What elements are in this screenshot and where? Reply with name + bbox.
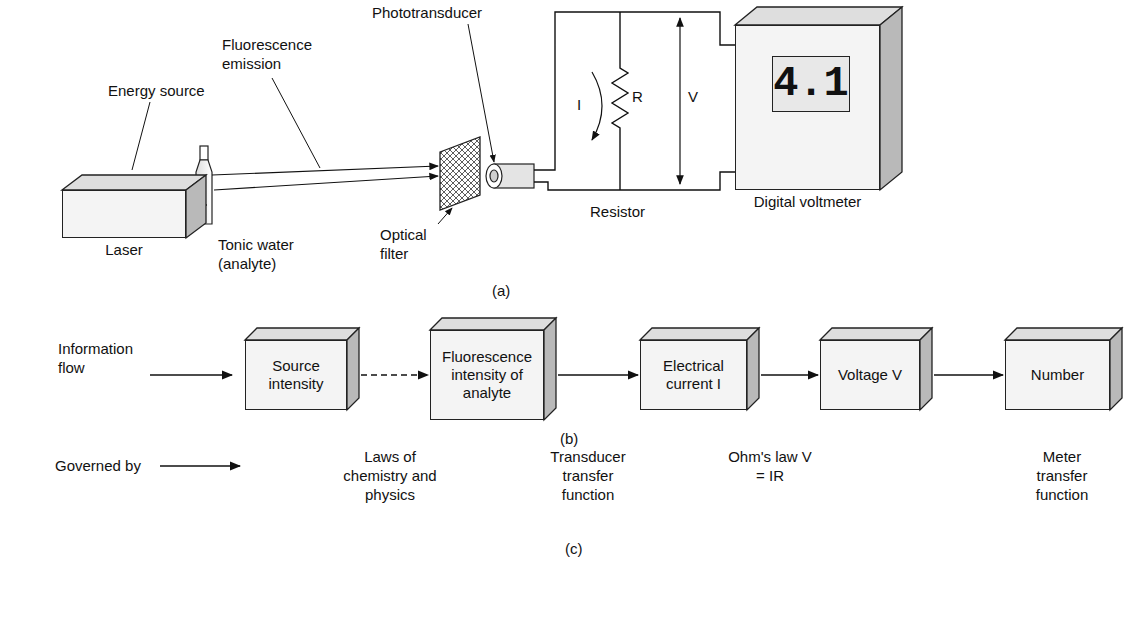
box-face (920, 328, 932, 410)
leader-line (132, 102, 150, 170)
current-arrow (592, 72, 602, 140)
box-face (245, 328, 359, 340)
flow-arrow (361, 374, 428, 375)
label: Governed by (55, 457, 141, 476)
box-face (640, 328, 759, 340)
box-face (880, 7, 902, 190)
flow-arrow (934, 374, 1003, 375)
process-box: Electrical current I (640, 340, 747, 410)
box-face (430, 318, 556, 330)
device-label: Laser (105, 241, 143, 258)
box-face (735, 7, 902, 25)
label: (b) (560, 430, 578, 449)
box-text: Electrical current I (649, 357, 738, 393)
meter-display: 4.1 (772, 56, 850, 112)
emission-ray (212, 166, 438, 175)
label: Fluorescence emission (222, 36, 317, 74)
label: Ohm's law V = IR (728, 448, 812, 486)
process-box: Fluorescence intensity of analyte (430, 330, 544, 420)
box-face (1110, 328, 1122, 410)
emission-ray (214, 176, 438, 190)
process-box: Source intensity (245, 340, 347, 410)
device-label: Digital voltmeter (754, 193, 862, 210)
label: I (577, 96, 581, 115)
label: Tonic water (analyte) (218, 236, 308, 274)
flow-arrow (761, 374, 818, 375)
label: Laws of chemistry and physics (334, 448, 446, 504)
box-face (347, 328, 359, 410)
box-face (747, 328, 759, 410)
box-face (186, 175, 206, 238)
process-box: Voltage V (820, 340, 920, 410)
flow-arrow (558, 374, 638, 375)
meter-reading: 4.1 (773, 63, 849, 105)
label: (a) (492, 282, 510, 301)
label: V (688, 88, 698, 107)
box-face (62, 175, 206, 190)
label: R (632, 88, 643, 107)
label: (c) (565, 540, 583, 559)
label: Phototransducer (372, 4, 482, 23)
box-face (544, 318, 556, 420)
box-face (1005, 328, 1122, 340)
box-text: Number (1031, 366, 1084, 384)
label: Meter transfer function (1020, 448, 1104, 504)
label: Energy source (108, 82, 205, 101)
box-face (820, 328, 932, 340)
voltage-arrow (679, 18, 680, 184)
label: Resistor (590, 203, 645, 222)
voltmeter-box: 4.1Digital voltmeter (735, 25, 880, 190)
box-text: Source intensity (254, 357, 338, 393)
phototransducer (486, 164, 534, 188)
label: Information flow (58, 340, 148, 378)
label: Optical filter (380, 226, 438, 264)
box-text: Voltage V (838, 366, 902, 384)
process-box: Number (1005, 340, 1110, 410)
circuit-wire (534, 12, 735, 190)
leader-line (272, 78, 320, 168)
label: Transducer transfer function (538, 448, 638, 504)
governed-arrow (160, 465, 240, 466)
optical-filter (440, 137, 480, 210)
box-text: Fluorescence intensity of analyte (439, 348, 535, 402)
flow-arrow (150, 374, 232, 375)
laser-box: Laser (62, 190, 186, 238)
